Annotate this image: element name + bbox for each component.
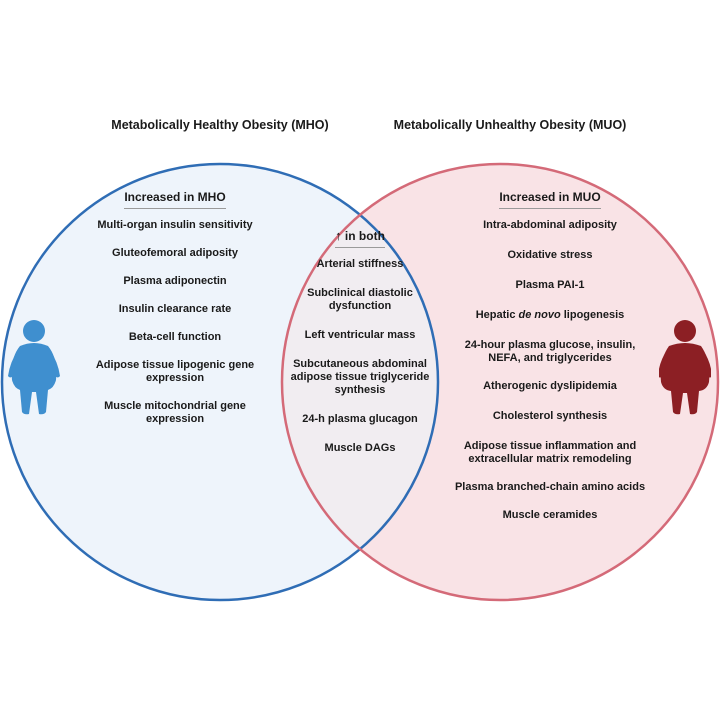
mho-item: Gluteofemoral adiposity [112, 247, 238, 259]
muo-item: Oxidative stress [507, 249, 593, 261]
both-item: Subcutaneous abdominal adipose tissue tr… [290, 358, 430, 396]
both-item: Arterial stiffness [316, 258, 404, 270]
both-header-label: in both [344, 229, 385, 243]
overlap-region [282, 164, 438, 600]
up-arrow-icon: ↑ [335, 228, 342, 243]
both-item: Muscle DAGs [324, 442, 396, 454]
both-item: 24-h plasma glucagon [302, 413, 418, 425]
both-header: ↑ in both [335, 229, 385, 248]
mho-item: Insulin clearance rate [118, 303, 232, 315]
muo-circle-outline [280, 162, 720, 602]
mho-item: Multi-organ insulin sensitivity [97, 219, 253, 231]
person-icon [8, 320, 60, 415]
muo-item: Cholesterol synthesis [492, 410, 608, 422]
mho-circle-outline [0, 162, 440, 602]
muo-item-hepatic: Hepatic de novo lipogenesis [475, 309, 625, 321]
muo-item: Plasma PAI-1 [515, 279, 585, 291]
both-list: ↑ in both Arterial stiffness Subclinical… [290, 229, 430, 471]
muo-title: Metabolically Unhealthy Obesity (MUO) [393, 118, 627, 132]
mho-item: Plasma adiponectin [123, 275, 227, 287]
muo-item: Plasma branched-chain amino acids [454, 481, 646, 493]
muo-item: Muscle ceramides [502, 509, 598, 521]
muo-header: Increased in MUO [499, 191, 601, 209]
muo-item: 24-hour plasma glucose, insulin, NEFA, a… [464, 339, 636, 364]
muo-list: Increased in MUO Intra-abdominal adiposi… [450, 191, 650, 539]
mho-list: Increased in MHO Multi-organ insulin sen… [90, 191, 260, 441]
muo-item: Atherogenic dyslipidemia [483, 380, 617, 392]
both-item: Subclinical diastolic dysfunction [307, 287, 413, 312]
muo-item: Intra-abdominal adiposity [483, 219, 617, 231]
mho-item: Muscle mitochondrial gene expression [104, 400, 246, 425]
mho-item: Beta-cell function [128, 331, 222, 343]
person-icon-red [659, 320, 711, 415]
mho-title: Metabolically Healthy Obesity (MHO) [111, 118, 329, 132]
both-item: Left ventricular mass [304, 329, 416, 341]
mho-item: Adipose tissue lipogenic gene expression [95, 359, 255, 384]
mho-header: Increased in MHO [124, 191, 226, 209]
muo-item: Adipose tissue inflammation and extracel… [463, 440, 637, 465]
